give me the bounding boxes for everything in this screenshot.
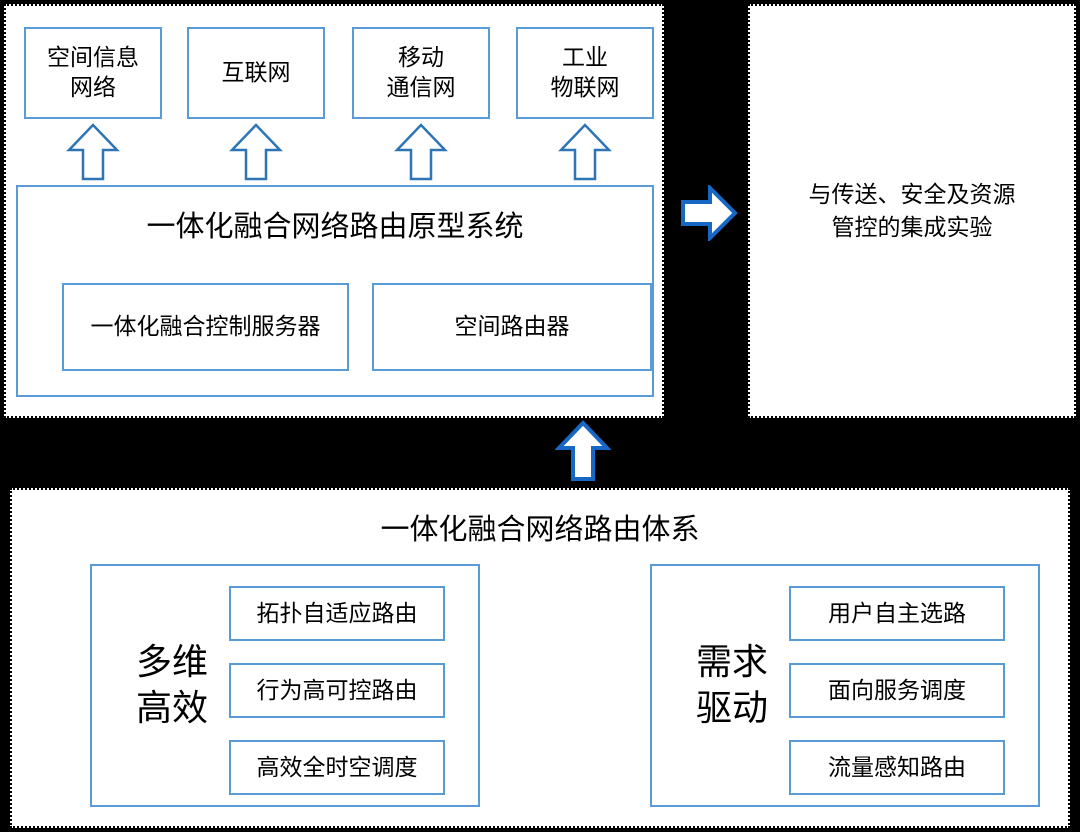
item-topology-adaptive-routing: 拓扑自适应路由 <box>229 586 445 641</box>
up-arrow-icon <box>557 123 613 181</box>
network-box-mobile-communication: 移动 通信网 <box>352 27 490 119</box>
network-box-spatial-information: 空间信息 网络 <box>24 27 162 119</box>
prototype-system-title: 一体化融合网络路由原型系统 <box>146 211 524 243</box>
up-arrow-icon <box>393 123 449 181</box>
architecture-panel: 一体化融合网络路由体系 多维 高效 拓扑自适应路由 行为高可控路由 高效全时空调… <box>10 488 1070 828</box>
group-label-multidimensional-efficient: 多维 高效 <box>135 640 208 729</box>
up-arrow-icon <box>65 123 121 181</box>
item-efficient-spatiotemporal-scheduling: 高效全时空调度 <box>229 740 445 795</box>
architecture-title: 一体化融合网络路由体系 <box>380 514 700 546</box>
component-box-space-router: 空间路由器 <box>372 283 652 371</box>
group-demand-driven: 需求 驱动 用户自主选路 面向服务调度 流量感知路由 <box>650 564 1040 807</box>
item-user-autonomous-path-selection: 用户自主选路 <box>789 586 1005 641</box>
item-traffic-aware-routing: 流量感知路由 <box>789 740 1005 795</box>
up-arrow-icon <box>228 123 284 181</box>
experiment-label: 与传送、安全及资源 管控的集成实验 <box>808 180 1016 240</box>
network-box-internet: 互联网 <box>187 27 325 119</box>
component-box-control-server: 一体化融合控制服务器 <box>62 283 349 371</box>
prototype-system-box: 一体化融合网络路由原型系统 一体化融合控制服务器 空间路由器 <box>16 185 654 397</box>
experiment-panel: 与传送、安全及资源 管控的集成实验 <box>748 4 1076 418</box>
network-box-industrial-iot: 工业 物联网 <box>516 27 654 119</box>
flow-arrow-right-icon <box>680 185 738 241</box>
item-service-oriented-scheduling: 面向服务调度 <box>789 663 1005 718</box>
prototype-panel: 空间信息 网络 互联网 移动 通信网 工业 物联网 一体化融合网络 <box>4 4 664 418</box>
item-behavior-controllable-routing: 行为高可控路由 <box>229 663 445 718</box>
group-label-demand-driven: 需求 驱动 <box>695 640 768 729</box>
group-multidimensional-efficient: 多维 高效 拓扑自适应路由 行为高可控路由 高效全时空调度 <box>90 564 480 807</box>
flow-arrow-up-icon <box>555 420 611 482</box>
